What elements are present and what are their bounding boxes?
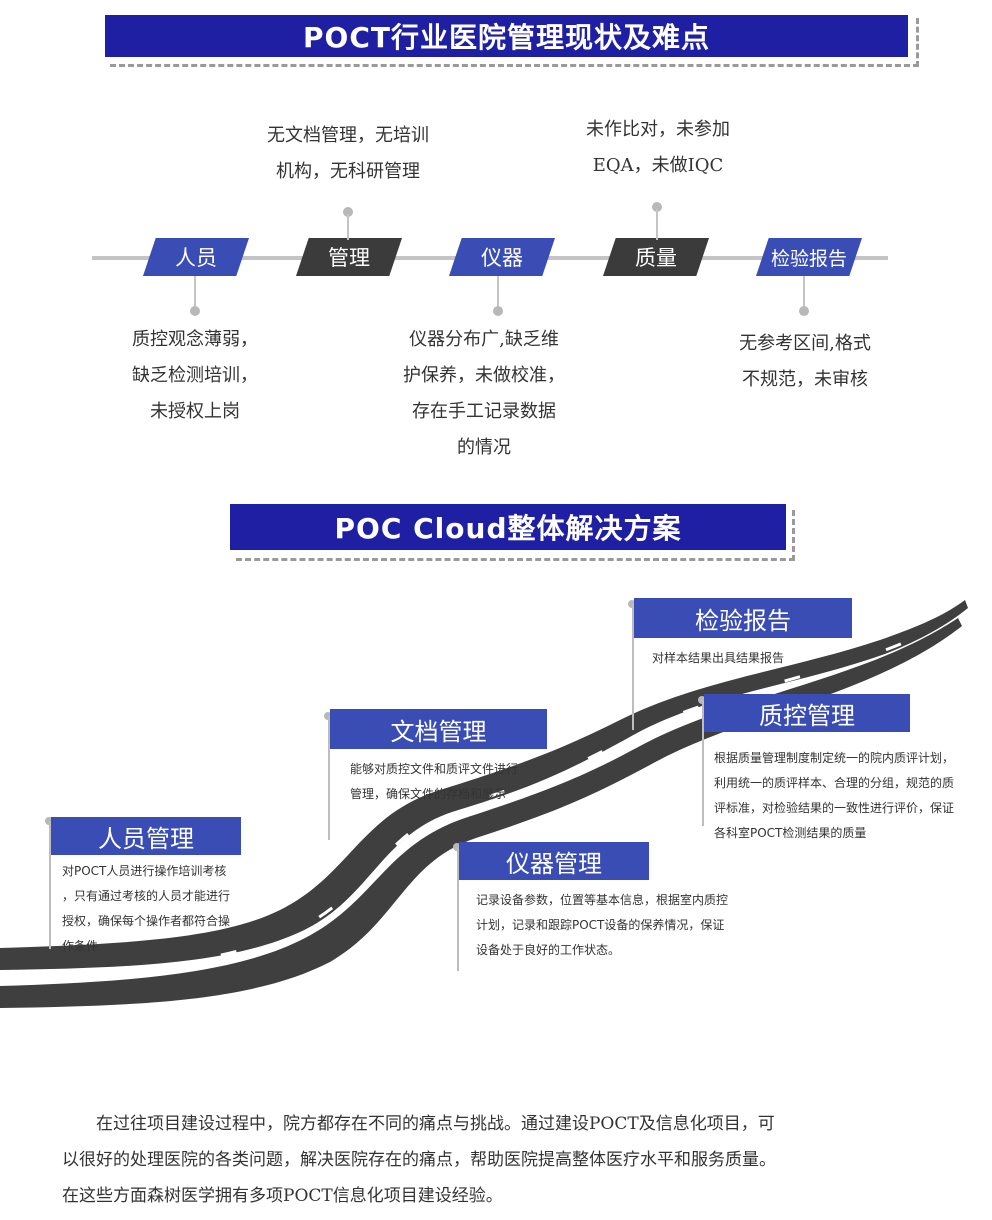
summary-line-3: 在这些方面森树医学拥有多项POCT信息化项目建设经验。 bbox=[62, 1186, 503, 1206]
solution-instrument-title: 仪器管理 bbox=[459, 842, 649, 880]
solution-instrument-desc: 记录设备参数，位置等基本信息，根据室内质控 计划，记录和跟踪POCT设备的保养情… bbox=[476, 893, 729, 957]
dot-personnel bbox=[190, 306, 200, 316]
note-instrument: 仪器分布广,缺乏维 护保养，未做校准， 存在手工记录数据 的情况 bbox=[403, 329, 565, 458]
dot-report bbox=[799, 306, 809, 316]
solution-document-title: 文档管理 bbox=[330, 709, 547, 749]
road-lane-back bbox=[0, 600, 968, 970]
solution-personnel-desc: 对POCT人员进行操作培训考核 ，只有通过考核的人员才能进行 授权，确保每个操作… bbox=[62, 864, 231, 953]
solution-personnel-title: 人员管理 bbox=[51, 817, 241, 855]
stem-report bbox=[803, 276, 805, 310]
stem-personnel bbox=[194, 276, 196, 310]
note-report: 无参考区间,格式 不规范，未审核 bbox=[739, 333, 871, 390]
solution-report-title: 检验报告 bbox=[634, 598, 852, 638]
note-management: 无文档管理，无培训 机构，无科研管理 bbox=[267, 125, 429, 182]
node-report: 检验报告 bbox=[756, 238, 862, 276]
node-quality: 质量 bbox=[603, 238, 709, 276]
summary-line-2: 以很好的处理医院的各类问题，解决医院存在的痛点，帮助医院提高整体医疗水平和服务质… bbox=[62, 1150, 776, 1170]
section2-title: POC Cloud整体解决方案 bbox=[230, 504, 786, 550]
solution-qc-title: 质控管理 bbox=[704, 694, 910, 732]
summary-paragraph: 在过往项目建设过程中，院方都存在不同的痛点与挑战。通过建设POCT及信息化项目，… bbox=[62, 1106, 932, 1214]
stem-instrument bbox=[497, 276, 499, 310]
summary-line-1: 在过往项目建设过程中，院方都存在不同的痛点与挑战。通过建设POCT及信息化项目，… bbox=[62, 1114, 775, 1134]
node-personnel: 人员 bbox=[143, 238, 249, 276]
solution-qc-desc: 根据质量管理制度制定统一的院内质评计划， 利用统一的质评样本、合理的分组，规范的… bbox=[714, 751, 955, 840]
stem-management bbox=[347, 214, 349, 240]
node-instrument: 仪器 bbox=[449, 238, 555, 276]
section1-title: POCT行业医院管理现状及难点 bbox=[105, 15, 908, 57]
solution-document-desc: 能够对质控文件和质评文件进行 管理，确保文件的存档和展示 bbox=[350, 762, 519, 801]
dot-quality bbox=[652, 202, 662, 212]
dot-management bbox=[343, 207, 353, 217]
dot-instrument bbox=[493, 306, 503, 316]
note-personnel: 质控观念薄弱， 缺乏检测培训， 未授权上岗 bbox=[132, 329, 258, 422]
note-quality: 未作比对，未参加 EQA，未做IQC bbox=[586, 119, 730, 176]
solution-report-desc: 对样本结果出具结果报告 bbox=[652, 651, 785, 665]
stem-quality bbox=[656, 209, 658, 240]
node-management: 管理 bbox=[296, 238, 402, 276]
